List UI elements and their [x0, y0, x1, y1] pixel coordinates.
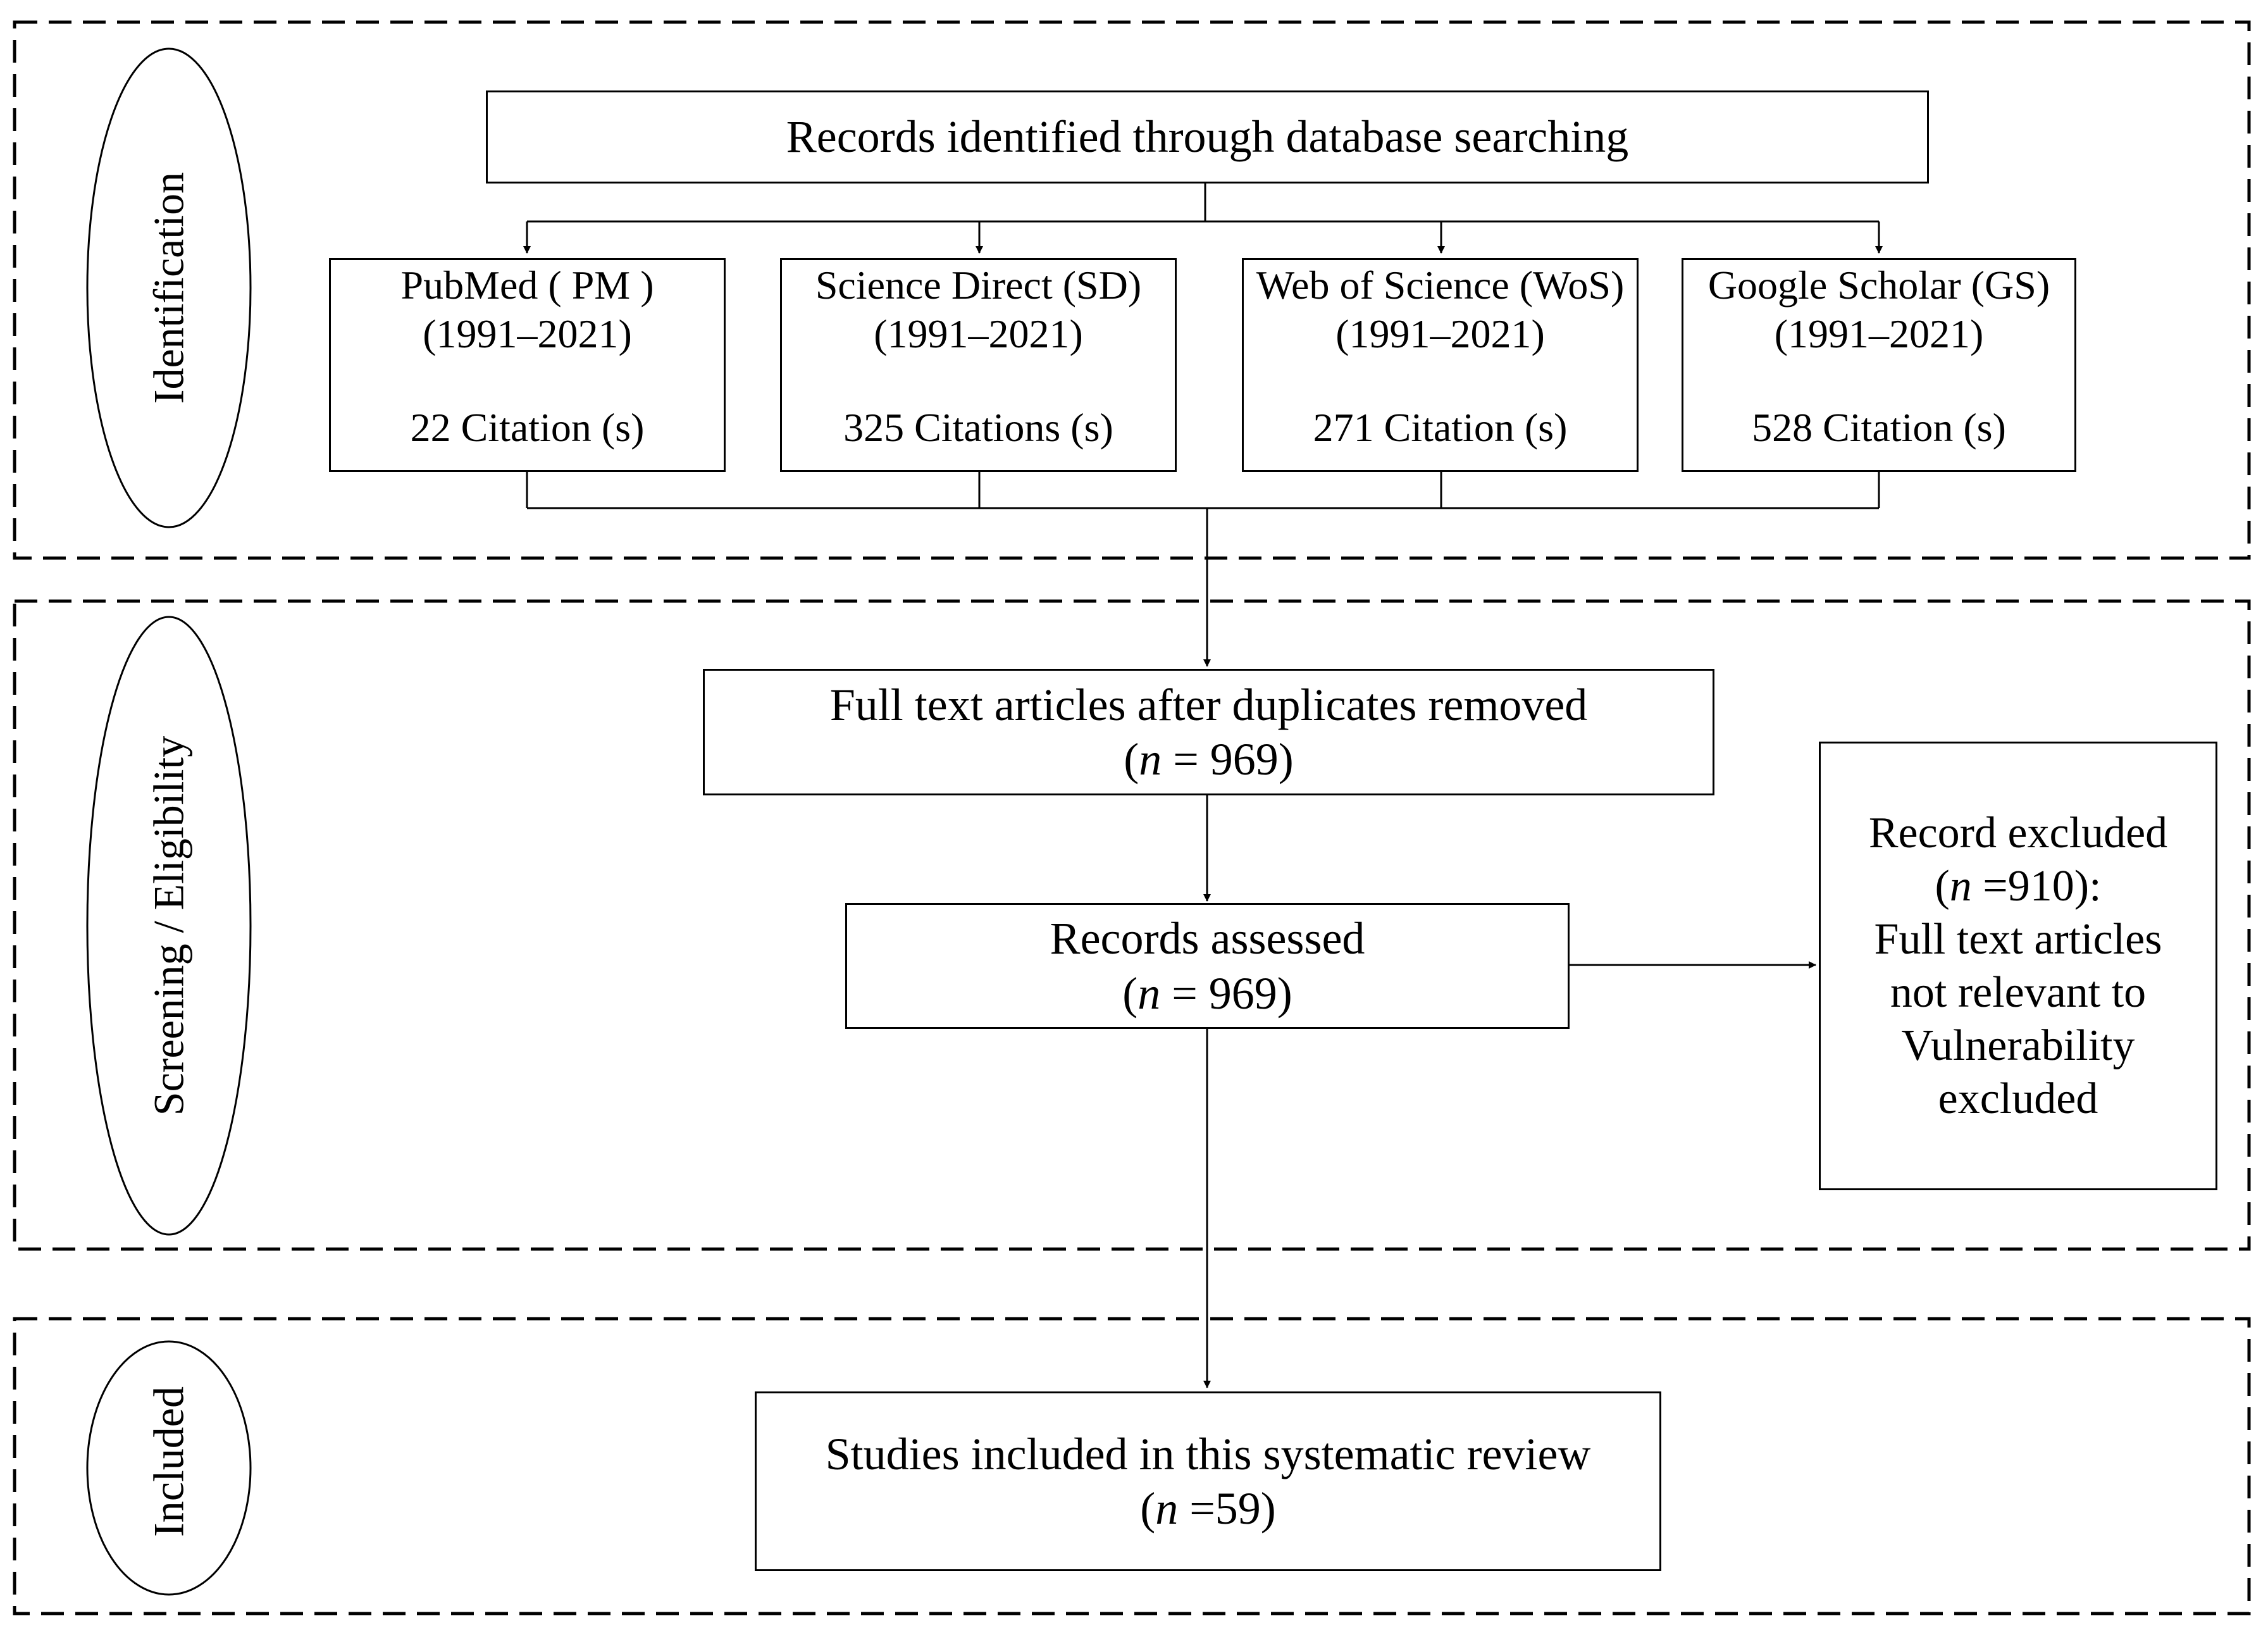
identification-panel: [13, 20, 2251, 560]
source-name: Science Direct (SD): [815, 263, 1142, 308]
included-ellipse: [86, 1340, 252, 1596]
records-assessed-box: Records assessed (n = 969): [845, 903, 1570, 1029]
studies-included-count: (n =59): [1140, 1483, 1276, 1534]
source-years: (1991–2021): [423, 311, 632, 356]
records-identified-box: Records identified through database sear…: [486, 90, 1929, 184]
studies-included-text: Studies included in this systematic revi…: [825, 1428, 1591, 1479]
source-name: Google Scholar (GS): [1707, 263, 2050, 308]
screening-ellipse: [86, 616, 252, 1236]
studies-included-box: Studies included in this systematic revi…: [755, 1391, 1661, 1571]
records-assessed-text: Records assessed: [1050, 913, 1365, 964]
records-identified-text: Records identified through database sear…: [786, 111, 1629, 163]
source-years: (1991–2021): [1774, 311, 1984, 356]
screening-label: Screening / Eligibility: [144, 735, 193, 1116]
records-assessed-count: (n = 969): [1122, 967, 1292, 1019]
excluded-title: Record excluded: [1868, 808, 2168, 857]
excluded-count: (n =910):: [1935, 861, 2102, 911]
source-box-science-direct: Science Direct (SD) (1991–2021) 325 Cita…: [780, 258, 1177, 472]
source-name: Web of Science (WoS): [1256, 263, 1625, 308]
source-name: PubMed ( PM ): [400, 263, 654, 308]
excluded-reason-line: Vulnerability: [1901, 1021, 2135, 1070]
source-citations: 271 Citation (s): [1313, 405, 1568, 451]
source-box-pubmed: PubMed ( PM ) (1991–2021) 22 Citation (s…: [329, 258, 726, 472]
included-label: Included: [144, 1386, 193, 1537]
main-flow-connector: [1203, 794, 1816, 1388]
source-years: (1991–2021): [874, 311, 1083, 356]
source-box-web-of-science: Web of Science (WoS) (1991–2021) 271 Cit…: [1242, 258, 1639, 472]
source-citations: 325 Citations (s): [843, 405, 1113, 451]
duplicates-count: (n = 969): [1124, 734, 1294, 785]
excluded-reason-line: Full text articles: [1874, 914, 2162, 964]
source-citations: 22 Citation (s): [410, 405, 645, 451]
duplicates-removed-box: Full text articles after duplicates remo…: [703, 669, 1714, 795]
identification-ellipse: [86, 47, 252, 528]
screening-panel: [13, 599, 2251, 1251]
duplicates-removed-text: Full text articles after duplicates remo…: [829, 679, 1588, 730]
record-excluded-box: Record excluded (n =910): Full text arti…: [1819, 742, 2217, 1190]
source-citations: 528 Citation (s): [1752, 405, 2006, 451]
excluded-reason-line: excluded: [1938, 1074, 2098, 1123]
source-box-google-scholar: Google Scholar (GS) (1991–2021) 528 Cita…: [1682, 258, 2076, 472]
source-years: (1991–2021): [1335, 311, 1545, 356]
excluded-reason-line: not relevant to: [1890, 967, 2147, 1017]
merge-connector: [526, 471, 1880, 667]
distribution-connector: [523, 184, 1883, 254]
identification-label: Identification: [144, 171, 193, 404]
